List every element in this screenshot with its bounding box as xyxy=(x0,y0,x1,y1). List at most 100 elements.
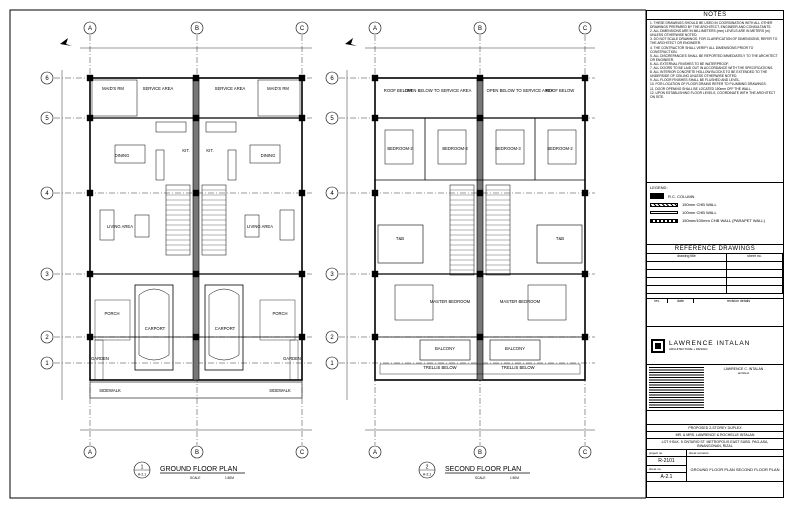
grid-bubble xyxy=(325,186,339,200)
grid-label: A xyxy=(373,26,377,32)
grid-bubble xyxy=(578,445,592,459)
grid-bubble xyxy=(40,186,54,200)
sheet-contents: GROUND FLOOR PLAN SECOND FLOOR PLAN xyxy=(687,457,783,482)
grid-bubble xyxy=(40,111,54,125)
grid-bubble xyxy=(578,21,592,35)
project-no-label: project no. xyxy=(647,450,687,457)
firm-subtitle: ARCHITECTURE + DESIGN xyxy=(669,347,708,351)
grid-bubble xyxy=(83,21,97,35)
legend: LEGEND: R.C. COLUMN 150mm CHB WALL 100mm… xyxy=(647,182,783,244)
room-label: CARPORT xyxy=(145,326,166,331)
room-label: ROOF BELOW xyxy=(546,88,574,93)
legend-item: R.C. COLUMN xyxy=(650,193,780,199)
owner-name: MR. & MRS. LAWRENCE & ROCHELLE INTALAN xyxy=(647,432,783,439)
grid-label: 3 xyxy=(45,272,49,278)
ref-col-title: drawing title xyxy=(647,254,727,262)
architect-name: LAWRENCE C. INTALAN xyxy=(723,367,764,371)
room-label: GARDEN xyxy=(91,356,109,361)
note-item: 9. ALL FLOOR FINISHES SHALL BE FLUSHED A… xyxy=(650,78,741,83)
note-item: 3. DO NOT SCALE DRAWINGS. FOR CLARIFICAT… xyxy=(650,37,778,46)
room-label: PORCH xyxy=(104,311,119,316)
grid-label: 6 xyxy=(45,76,49,82)
grid-label: 4 xyxy=(330,191,334,197)
north-arrow-icon xyxy=(345,38,357,46)
grid-label: 2 xyxy=(330,335,334,341)
grid-label: A xyxy=(88,450,92,456)
note-item: 1. THESE DRAWINGS SHOULD BE USED IN COOR… xyxy=(650,21,773,30)
grid-bubble xyxy=(325,71,339,85)
grid-label: A xyxy=(88,26,92,32)
legend-item: 150mm CHB WALL xyxy=(650,202,780,207)
reference-drawings: REFERENCE DRAWINGS drawing title sheet n… xyxy=(647,244,783,326)
grid-bubble xyxy=(325,111,339,125)
grid-bubble xyxy=(325,356,339,370)
grid-label: 2 xyxy=(45,335,49,341)
sheet-contents-label: sheet contents xyxy=(687,450,783,457)
plan-number: 1 xyxy=(141,465,144,471)
room-label: SIDEWALK xyxy=(99,388,121,393)
plan-title: SECOND FLOOR PLAN xyxy=(445,466,521,473)
plan-ref: A-2.1 xyxy=(138,473,146,477)
room-label: BEDROOM-2 xyxy=(387,146,413,151)
grid-label: C xyxy=(300,26,305,32)
room-label: LIVING AREA xyxy=(107,224,133,229)
room-label: SERVICE AREA xyxy=(143,86,174,91)
title-block: NOTES 1. THESE DRAWINGS SHOULD BE USED I… xyxy=(646,10,784,498)
grid-bubble xyxy=(40,356,54,370)
note-item: 7. ALL DOORS TO BE LAID OUT IN ACCORDANC… xyxy=(650,66,774,71)
rev-col: date xyxy=(668,299,694,303)
room-label: MAID'S RM xyxy=(102,86,124,91)
grid-bubble xyxy=(40,71,54,85)
plan-ref: A-2.1 xyxy=(423,473,431,477)
grid-label: A xyxy=(373,450,377,456)
firm-name: LAWRENCE INTALAN xyxy=(669,340,751,347)
note-item: 4. THE CONTRACTOR SHALL VERIFY ALL DIMEN… xyxy=(650,45,754,54)
grid-bubble xyxy=(190,445,204,459)
room-label: OPEN BELOW TO SERVICE AREA xyxy=(405,88,472,93)
grid-label: 6 xyxy=(330,76,334,82)
plan-scale-label: SCALE xyxy=(190,476,200,480)
grid-bubble xyxy=(190,21,204,35)
grid-bubble xyxy=(473,445,487,459)
plan-scale: 1:50M xyxy=(225,476,234,480)
grid-label: C xyxy=(583,26,588,32)
sheet-no-label: sheet no. xyxy=(647,466,687,473)
legend-item: 100mm CHB WALL xyxy=(650,210,780,215)
plan-scale-label: SCALE xyxy=(475,476,485,480)
note-item: 8. ALL INTERIOR CONCRETE HOLLOW BLOCKS T… xyxy=(650,70,768,79)
room-label: BEDROOM-2 xyxy=(547,146,573,151)
room-label: OPEN BELOW TO SERVICE AREA xyxy=(487,88,554,93)
room-label: BEDROOM-3 xyxy=(442,146,468,151)
room-label: DINING xyxy=(261,153,276,158)
grid-bubble xyxy=(83,445,97,459)
note-item: 2. ALL DIMENSIONS ARE IN MILLIMETERS (mm… xyxy=(650,29,770,38)
grid-label: 1 xyxy=(330,361,334,367)
ref-col-sheet: sheet no. xyxy=(727,254,783,262)
legend-label: 150mm CHB WALL xyxy=(682,202,717,207)
project-name: PROPOSED 2-STOREY DUPLEX xyxy=(647,425,783,432)
room-label: BALCONY xyxy=(505,346,525,351)
room-label: SERVICE AREA xyxy=(215,86,246,91)
grid-label: 5 xyxy=(330,116,334,122)
room-label: KIT. xyxy=(206,148,213,153)
room-label: TRELLIS BELOW xyxy=(501,365,534,370)
grid-label: B xyxy=(478,26,482,32)
grid-label: 4 xyxy=(45,191,49,197)
north-arrow-icon xyxy=(60,38,72,46)
note-item: 6. ALL EXTERNAL FINISHES TO BE WATERPROO… xyxy=(650,61,729,66)
notes-title: NOTES xyxy=(647,11,783,20)
room-label: BALCONY xyxy=(435,346,455,351)
sheet-no: A-2.1 xyxy=(647,473,687,482)
seal-text-block xyxy=(649,367,704,408)
grid-label: 1 xyxy=(45,361,49,367)
grid-bubble xyxy=(40,330,54,344)
grid-bubble xyxy=(368,21,382,35)
grid-bubble xyxy=(295,445,309,459)
room-label: PORCH xyxy=(272,311,287,316)
note-item: 11. DOOR OPENING SHALL BE LOCATED 150mm … xyxy=(650,86,752,91)
room-label: MAID'S RM xyxy=(267,86,289,91)
firm-logo: LAWRENCE INTALAN ARCHITECTURE + DESIGN xyxy=(647,326,783,364)
grid-label: B xyxy=(195,450,199,456)
project-location: LOT 9 BLK. 5 ONTARIO ST. METROPOLIS EAST… xyxy=(647,439,783,450)
